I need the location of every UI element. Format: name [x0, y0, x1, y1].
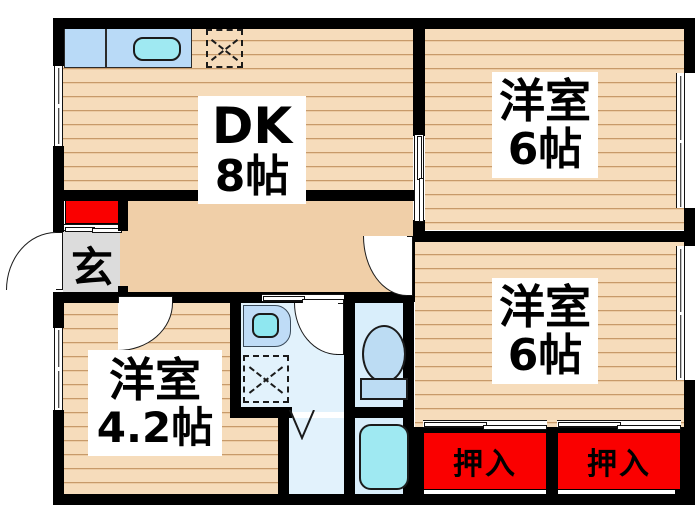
- genkan-label: 玄: [70, 242, 113, 292]
- wall-dk-south: [53, 190, 175, 201]
- room-label-bottom-left-name: 洋室: [109, 353, 201, 407]
- toilet-tank: [360, 378, 408, 400]
- wall-wet-right: [403, 296, 414, 495]
- room-label-bottom-right-size: 6帖: [507, 330, 583, 381]
- bathtub: [359, 424, 409, 490]
- wall-outer-bottom: [53, 494, 695, 505]
- room-label-bottom-right: 洋室 6帖: [492, 278, 598, 384]
- wall-toilet-left: [344, 296, 355, 418]
- window-dk-left[interactable]: [54, 66, 63, 146]
- wall-bottom-left-room-right: [278, 407, 289, 495]
- washroom-sliding-door[interactable]: [262, 294, 344, 304]
- wall-outer-left-lower: [53, 410, 64, 505]
- storage-closet-washroom-icon: [243, 355, 289, 403]
- closet-right[interactable]: 押入: [557, 432, 681, 490]
- room-label-bottom-left: 洋室 4.2帖: [88, 350, 222, 456]
- closet-right-sliding-door[interactable]: [557, 420, 681, 430]
- wall-closet-left-edge: [414, 427, 424, 495]
- wall-genkan-right-2: [118, 286, 128, 296]
- wall-outer-right-top: [684, 18, 695, 73]
- kitchen-sink: [133, 37, 181, 61]
- wall-outer-right-low: [684, 380, 695, 505]
- room-label-dk: DK 8帖: [198, 96, 306, 204]
- closet-left-sliding-door[interactable]: [423, 420, 547, 430]
- folding-door-icon: [289, 409, 315, 441]
- wall-outer-top: [53, 18, 695, 29]
- wall-between-right-rooms: [413, 231, 695, 242]
- window-bottom-left-room[interactable]: [54, 328, 63, 410]
- toilet-bowl: [362, 325, 406, 383]
- wall-outer-left-upper2: [53, 146, 64, 232]
- wall-washroom-bottom: [230, 407, 292, 418]
- wall-outer-left-upper: [53, 18, 64, 66]
- room-label-dk-name: DK: [211, 97, 293, 155]
- window-top-right-room[interactable]: [676, 73, 685, 208]
- closet-right-label: 押入: [587, 447, 651, 482]
- genkan-door-leaf[interactable]: [55, 232, 63, 290]
- room-label-dk-size: 8帖: [214, 151, 290, 202]
- wall-outer-left-genkan-bottom: [53, 292, 64, 328]
- wall-closet-divider: [546, 427, 558, 495]
- room-label-top-right-size: 6帖: [507, 124, 583, 175]
- bathroom-folding-door[interactable]: [288, 409, 344, 441]
- room-label-bottom-right-name: 洋室: [499, 280, 591, 334]
- sliding-door-dk-to-room[interactable]: [414, 135, 424, 222]
- washbasin-bowl: [252, 313, 279, 338]
- window-bottom-right-room[interactable]: [676, 246, 685, 380]
- wall-genkan-right: [118, 195, 128, 231]
- storage-closet-dk-icon: [206, 29, 243, 68]
- closet-left-label: 押入: [453, 447, 517, 482]
- wall-central-vertical-top: [413, 18, 425, 136]
- wall-outer-right-mid: [684, 208, 695, 246]
- wall-toilet-bottom: [344, 407, 414, 418]
- room-label-top-right: 洋室 6帖: [492, 72, 598, 178]
- shoe-cabinet: [65, 200, 120, 224]
- room-label-top-right-name: 洋室: [499, 74, 591, 128]
- genkan-floor: [63, 230, 120, 292]
- room-label-bottom-left-size: 4.2帖: [96, 403, 214, 452]
- shoe-cabinet-door[interactable]: [64, 224, 122, 233]
- genkan-door-arc: [6, 232, 56, 290]
- wall-bath-mid-vertical: [344, 418, 355, 495]
- kitchen-counter-divider: [105, 29, 107, 67]
- closet-left[interactable]: 押入: [423, 432, 547, 490]
- wall-washroom-left: [230, 296, 241, 418]
